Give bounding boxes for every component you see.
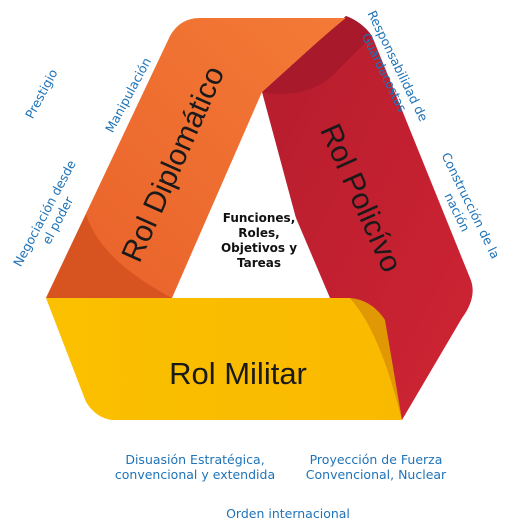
center-line: Funciones, bbox=[222, 211, 296, 225]
police-band bbox=[262, 16, 473, 420]
center-triangle bbox=[178, 138, 330, 298]
diplomatic-band-fold bbox=[46, 214, 172, 298]
center-line: Tareas bbox=[236, 256, 282, 270]
diplomatic-band bbox=[46, 18, 346, 298]
center-line: Objetivos y bbox=[220, 241, 298, 255]
military-role-title: Rol Militar bbox=[169, 356, 307, 391]
military-band bbox=[46, 298, 402, 420]
label-disuasion: Disuasión Estratégica, convencional y ex… bbox=[114, 452, 276, 482]
label-orden: Orden internacional bbox=[226, 506, 350, 521]
center-line: Roles, bbox=[238, 226, 280, 240]
center-label: Funciones, Roles, Objetivos y Tareas bbox=[204, 211, 314, 271]
military-band-fold bbox=[350, 298, 402, 420]
label-proyeccion: Proyección de Fuerza Convencional, Nucle… bbox=[305, 452, 447, 482]
police-band-fold bbox=[262, 16, 372, 95]
